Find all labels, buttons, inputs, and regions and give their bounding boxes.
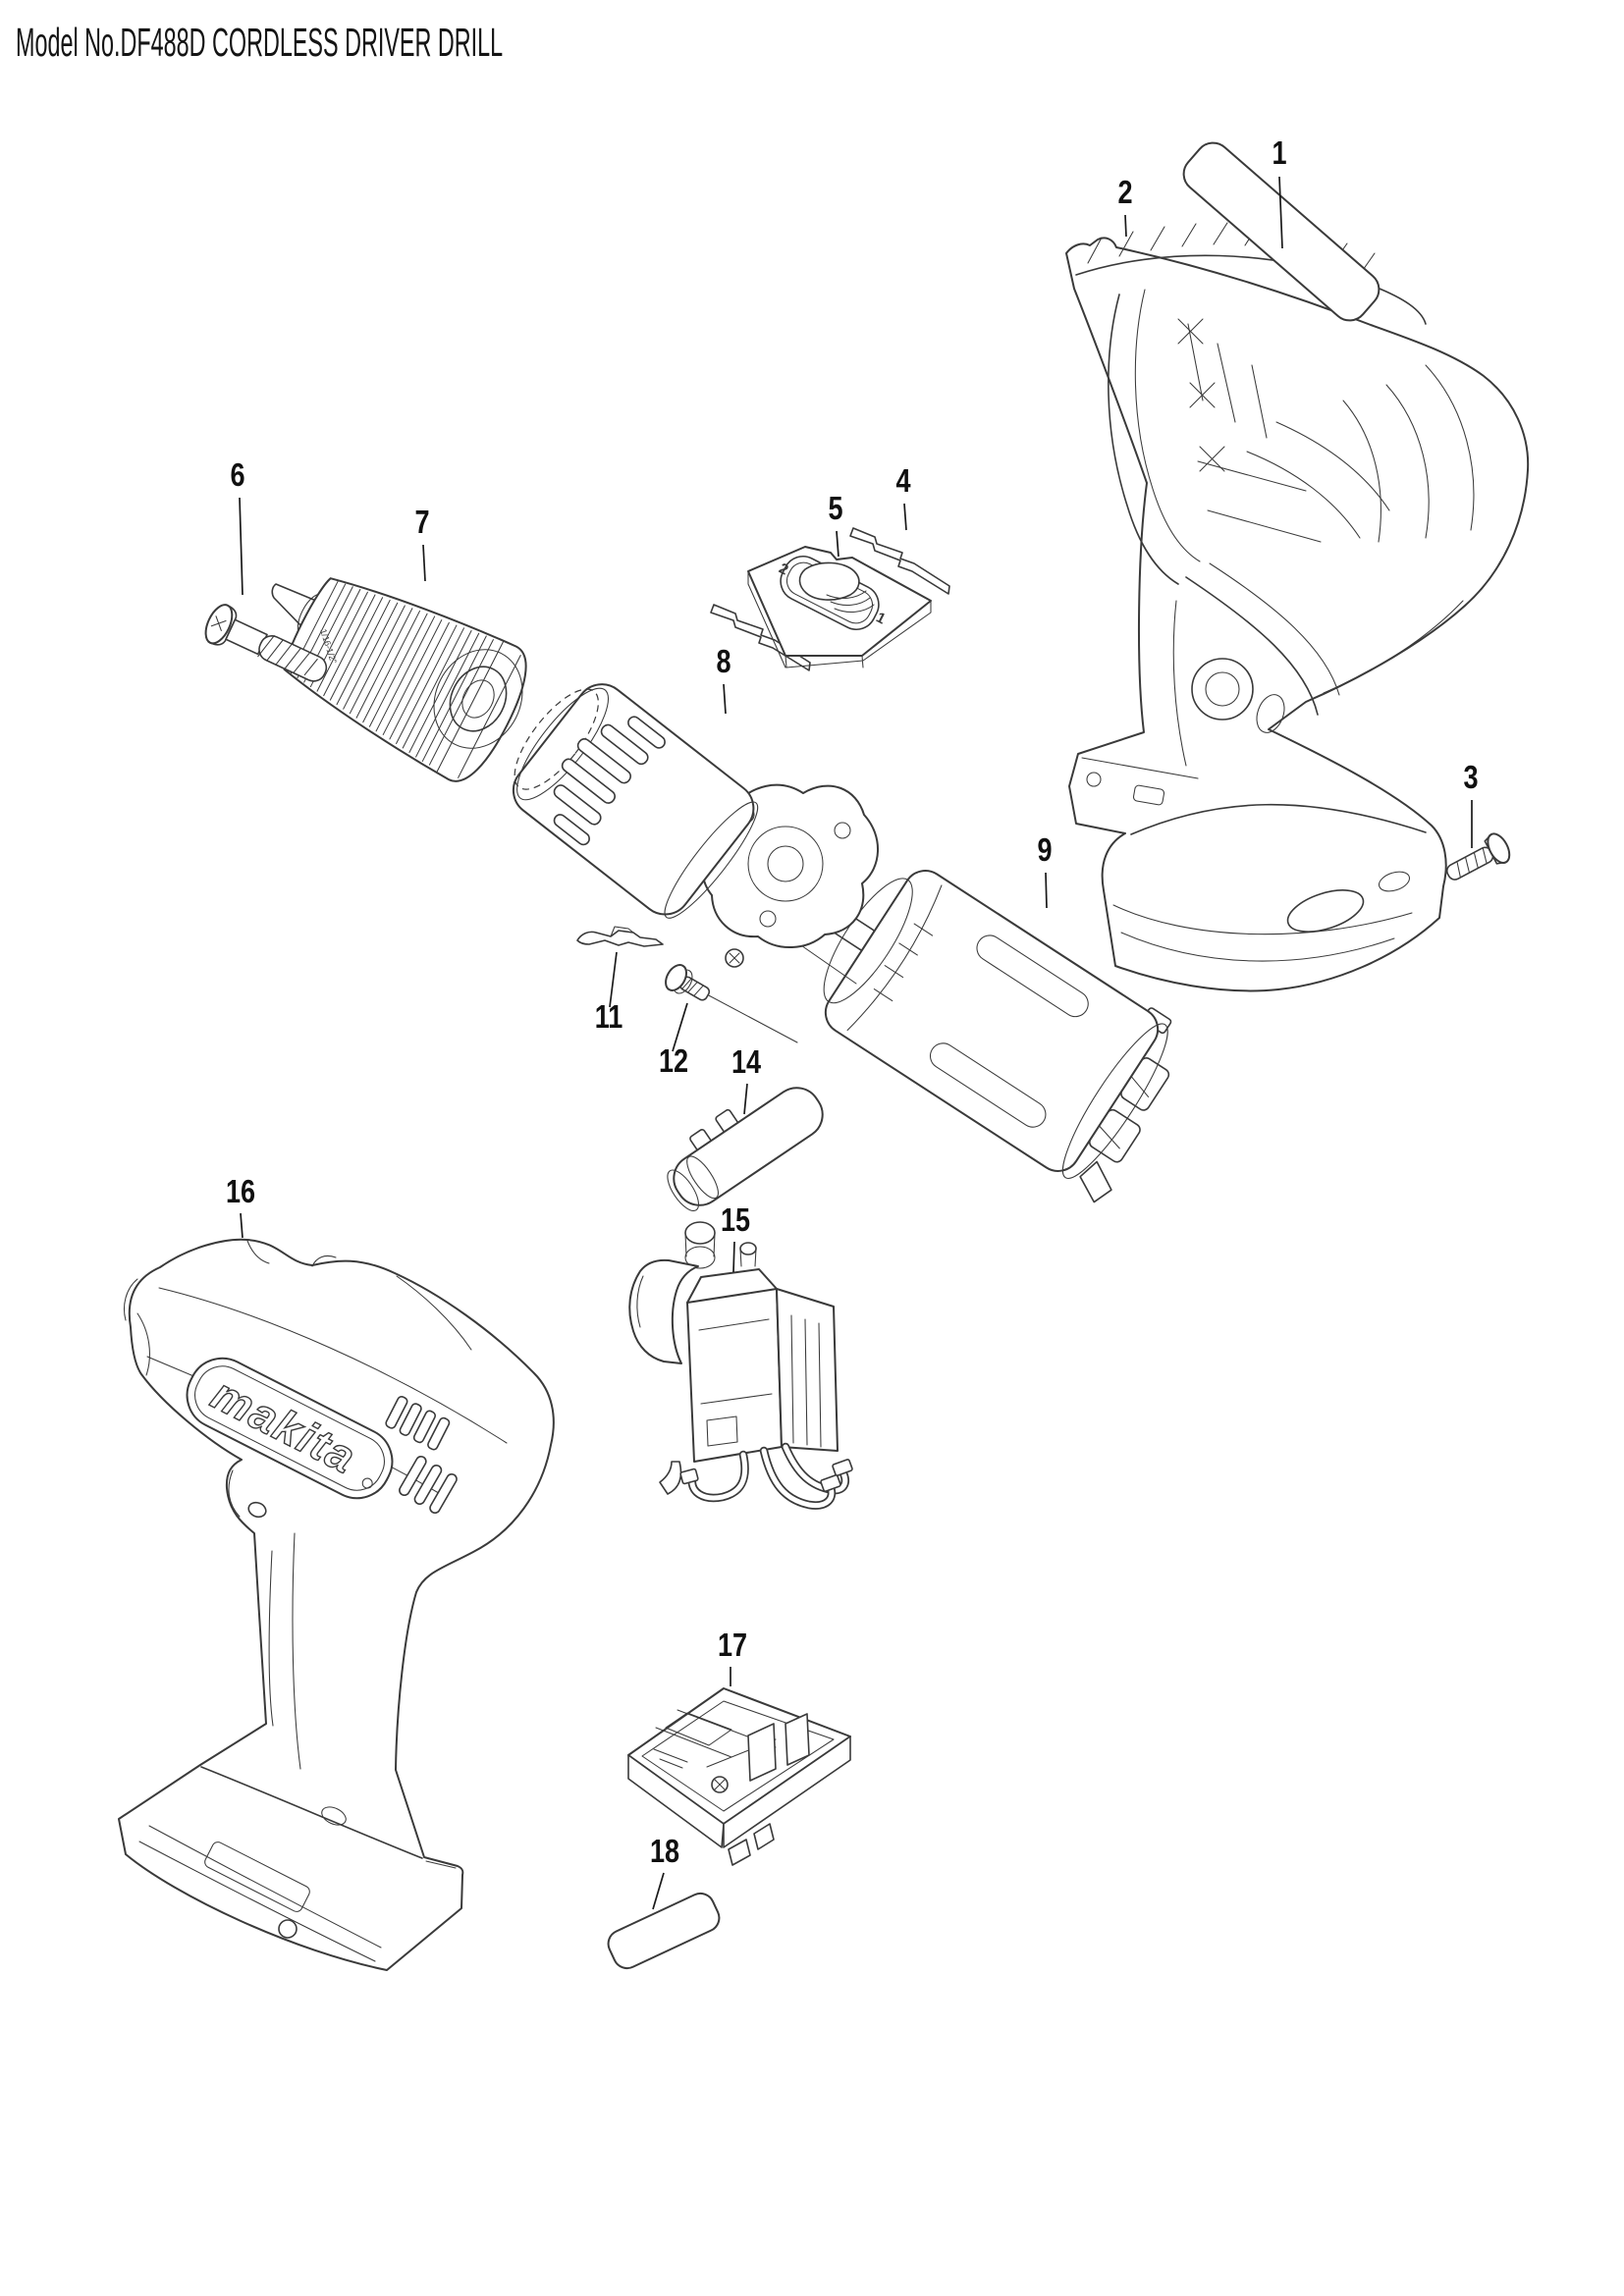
page-title: Model No.DF488D CORDLESS DRIVER DRILL	[16, 20, 504, 65]
part-18-label-sticker-drawing	[607, 1892, 721, 1970]
callout-4: 4	[895, 464, 910, 500]
leader-line-12	[672, 1002, 688, 1052]
callout-2: 2	[1117, 176, 1132, 211]
leader-line-7	[422, 544, 426, 582]
callout-14: 14	[731, 1045, 761, 1081]
callout-5: 5	[828, 492, 842, 527]
callout-18: 18	[650, 1835, 679, 1870]
callout-11: 11	[595, 1000, 623, 1036]
leader-line-6	[239, 497, 244, 596]
leader-line-11	[609, 951, 618, 1008]
callout-15: 15	[721, 1203, 750, 1239]
leader-line-15	[732, 1241, 735, 1273]
callout-7: 7	[414, 506, 429, 541]
part-5-speed-selector-drawing: 2 1	[747, 546, 932, 668]
part-4-spring-clips-drawing	[710, 527, 950, 671]
callout-3: 3	[1463, 761, 1478, 796]
callout-6: 6	[230, 458, 244, 494]
housing-boss	[1191, 658, 1254, 721]
leader-line-8	[723, 683, 727, 715]
callout-1: 1	[1272, 136, 1286, 172]
part-7-chuck-drawing: 1/16-1/2"	[271, 577, 527, 782]
callout-12: 12	[659, 1044, 688, 1080]
leader-line-1	[1278, 176, 1283, 249]
leader-line-16	[240, 1212, 244, 1239]
part-12-screw-drawing	[665, 964, 711, 1001]
part-11-clip-drawing	[576, 926, 664, 947]
part-17-terminal-block-drawing	[627, 1687, 851, 1866]
part-15-switch-drawing	[628, 1221, 853, 1510]
part-9-motor-drawing	[823, 870, 1172, 1203]
leader-line-14	[743, 1083, 748, 1115]
part-16-housing-logo-drawing: makita	[118, 1238, 555, 1971]
callout-17: 17	[718, 1629, 747, 1664]
leader-line-5	[836, 530, 839, 558]
leader-line-2	[1124, 214, 1127, 238]
part-3-screw-drawing	[1445, 832, 1511, 881]
part-2-housing-drawing	[1065, 222, 1530, 992]
part-14-cushion-drawing	[667, 1087, 824, 1211]
leader-line-9	[1045, 872, 1048, 909]
callout-9: 9	[1037, 833, 1052, 869]
callout-16: 16	[226, 1175, 255, 1210]
part-8-gear-assembly-drawing	[512, 683, 879, 968]
leader-line-18	[652, 1872, 665, 1910]
part-6-chuck-screw-drawing	[204, 604, 328, 682]
callout-8: 8	[716, 645, 731, 680]
leader-line-4	[903, 503, 907, 531]
